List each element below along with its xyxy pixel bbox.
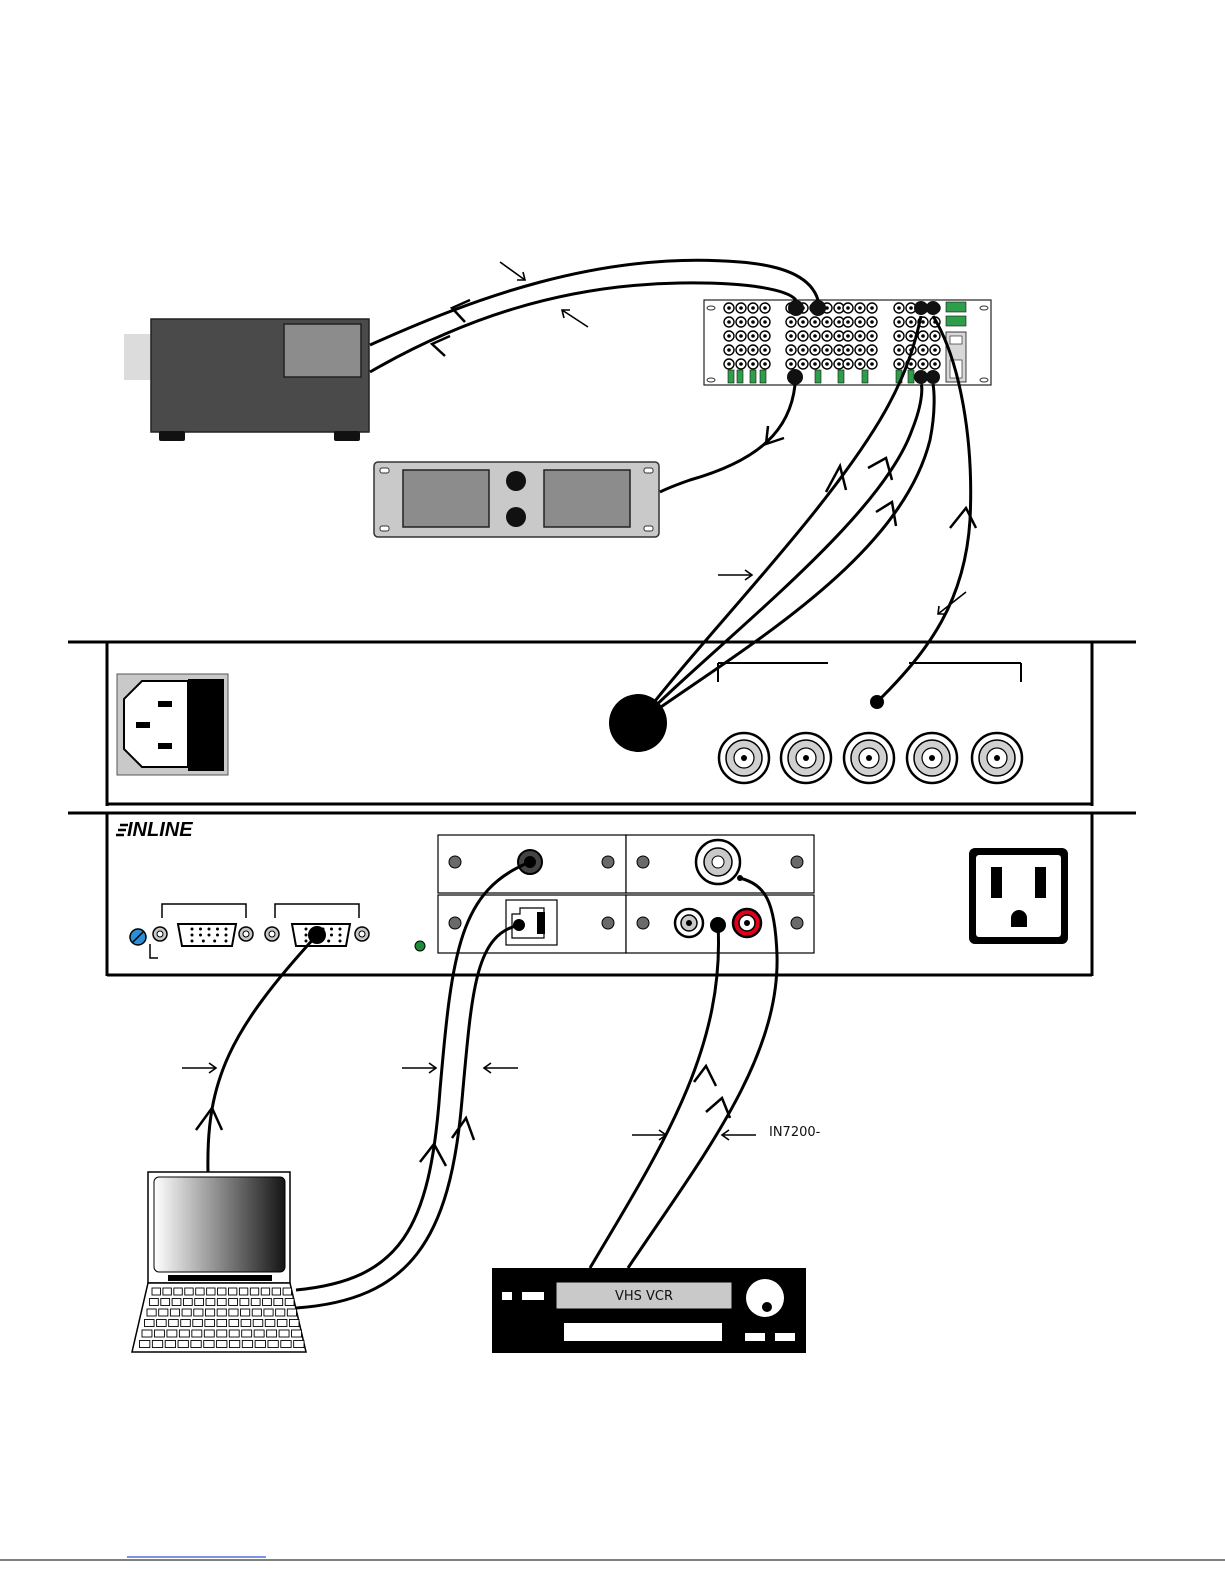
rear-panel-upper (68, 642, 1136, 806)
module-screw (791, 856, 803, 868)
model-callout-label: IN7200- (769, 1125, 821, 1140)
module-screw (791, 917, 803, 929)
module-screw (637, 856, 649, 868)
status-led (415, 941, 425, 951)
power-inlet (117, 674, 228, 775)
ac-outlet (969, 848, 1068, 944)
module-screw (602, 917, 614, 929)
rj45-port (506, 900, 557, 945)
module-screw (602, 856, 614, 868)
module-screw (449, 917, 461, 929)
module-screw (637, 917, 649, 929)
laptop (132, 1172, 306, 1352)
bnc-connectors (719, 733, 1022, 783)
dual-monitor (374, 462, 659, 537)
rear-panel-lower: INLINE (68, 813, 1136, 976)
logo-text: INLINE (127, 819, 193, 841)
video-router (704, 300, 991, 385)
projector (124, 319, 369, 441)
vcr-label: VHS VCR (615, 1289, 673, 1304)
inline-logo: INLINE (116, 819, 193, 841)
module-screw (449, 856, 461, 868)
vhs-vcr: VHS VCR (492, 1268, 806, 1353)
